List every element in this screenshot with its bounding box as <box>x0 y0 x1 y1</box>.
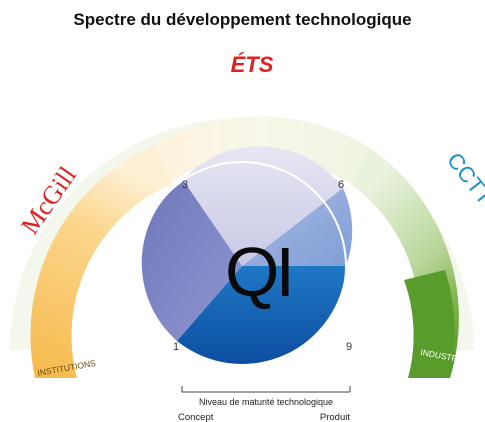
circle-quadrant-top <box>183 146 343 266</box>
level-marker-1: 1 <box>173 341 179 353</box>
maturity-scale: Niveau de maturité technologique Concept… <box>178 386 351 422</box>
diagram-title: Spectre du développement technologique <box>73 10 412 29</box>
circle-quadrant-left <box>141 180 242 341</box>
scale-start-label: Concept <box>178 412 214 422</box>
industries-segment-dark <box>404 270 455 378</box>
level-marker-3: 3 <box>182 179 188 191</box>
scale-end-label: Produit <box>320 412 350 422</box>
level-marker-9: 9 <box>346 341 352 353</box>
partner-label-ets: ÉTS <box>231 52 274 77</box>
circle-quadrant-right <box>242 188 353 266</box>
partner-label-cctt: CCTT <box>442 148 485 210</box>
level-marker-6: 6 <box>338 179 344 191</box>
circle-quadrant-bottom <box>177 266 346 364</box>
scale-caption: Niveau de maturité technologique <box>199 397 333 407</box>
institutions-segment <box>30 145 173 378</box>
maturity-circle <box>137 146 353 371</box>
center-logo: QI <box>225 233 291 311</box>
